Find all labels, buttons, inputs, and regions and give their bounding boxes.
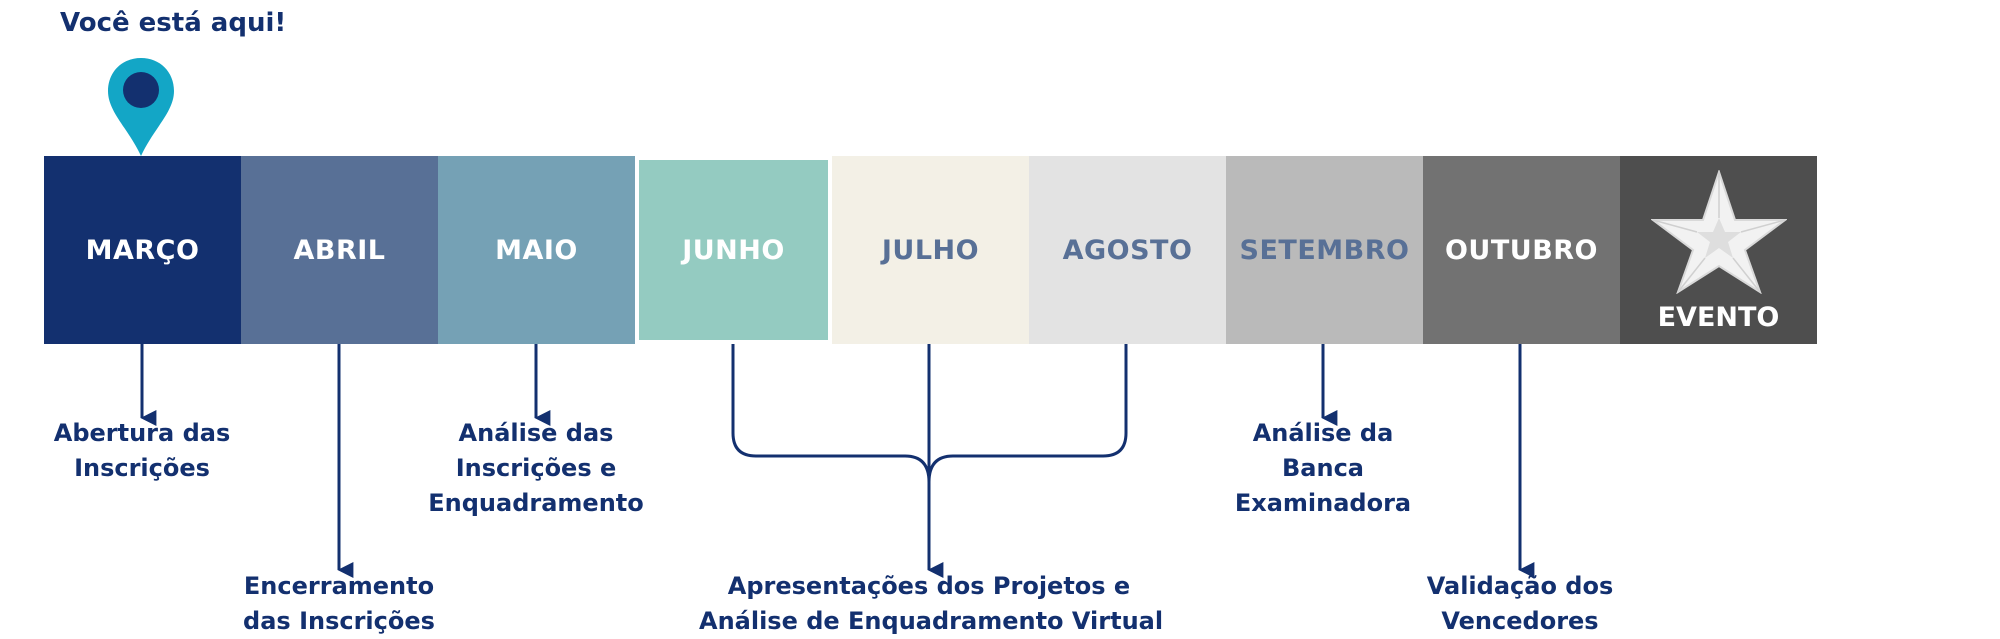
timeline-bar: MARÇO ABRIL MAIO JUNHO JULHO AGOSTO SETE… bbox=[44, 156, 1818, 344]
milestone-analise-inscricoes: Análise das Inscrições e Enquadramento bbox=[428, 419, 644, 517]
month-label: OUTUBRO bbox=[1444, 234, 1599, 266]
location-pin-icon bbox=[108, 58, 174, 156]
event-block: EVENTO bbox=[1620, 156, 1817, 344]
month-agosto: AGOSTO bbox=[1029, 156, 1226, 344]
milestone-abertura: Abertura das Inscrições bbox=[53, 419, 231, 482]
event-label: EVENTO bbox=[1657, 302, 1780, 333]
month-junho: JUNHO bbox=[635, 156, 832, 344]
month-setembro: SETEMBRO bbox=[1226, 156, 1423, 344]
bracket-apresentacoes bbox=[731, 344, 1128, 483]
month-label: AGOSTO bbox=[1062, 234, 1193, 266]
month-outubro: OUTUBRO bbox=[1423, 156, 1620, 344]
month-maio: MAIO bbox=[438, 156, 635, 344]
star-icon bbox=[1651, 170, 1787, 294]
milestone-validacao: Validação dos Vencedores bbox=[1426, 572, 1614, 635]
milestone-apresentacoes: Apresentações dos Projetos e Análise de … bbox=[699, 572, 1164, 635]
month-marco: MARÇO bbox=[44, 156, 241, 344]
milestone-analise-banca: Análise da Banca Examinadora bbox=[1234, 419, 1412, 517]
month-abril: ABRIL bbox=[241, 156, 438, 344]
month-label: JUNHO bbox=[682, 234, 785, 266]
month-label: MARÇO bbox=[85, 234, 200, 266]
milestone-encerramento: Encerramento das Inscrições bbox=[243, 572, 435, 635]
you-are-here-label: Você está aqui! bbox=[60, 8, 287, 38]
month-label: SETEMBRO bbox=[1239, 234, 1410, 266]
month-label: JULHO bbox=[881, 234, 980, 266]
month-label: ABRIL bbox=[293, 234, 386, 266]
month-julho: JULHO bbox=[832, 156, 1029, 344]
month-label: MAIO bbox=[495, 234, 578, 266]
